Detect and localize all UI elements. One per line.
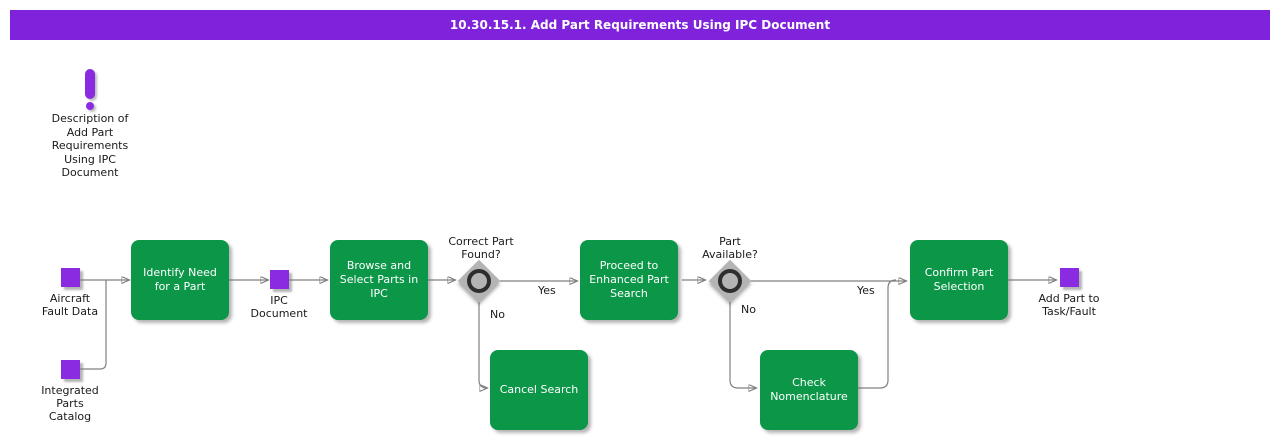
edge-label-no-correct-part: No (490, 308, 505, 321)
annotation-label: Description of Add Part Requirements Usi… (51, 112, 129, 179)
data-object-ipc-document[interactable] (270, 270, 289, 289)
data-object-add-part-to-task-fault[interactable] (1060, 268, 1079, 287)
data-object-label-add-part-to-task-fault: Add Part to Task/Fault (1038, 292, 1100, 318)
edge-label-yes-part-available: Yes (857, 284, 875, 297)
exclamation-dot (86, 102, 94, 110)
edge-label-no-part-available: No (741, 303, 756, 316)
task-cancel-search[interactable]: Cancel Search (490, 350, 588, 430)
exclamation-icon[interactable] (82, 68, 102, 113)
decision-label-part-available: Part Available? (702, 235, 758, 261)
data-object-label-integrated-parts-catalog: Integrated Parts Catalog (41, 384, 99, 423)
exclamation-bar (85, 69, 95, 99)
data-object-label-aircraft-fault-data: Aircraft Fault Data (41, 292, 99, 318)
edge-label-yes-correct-part: Yes (538, 284, 556, 297)
task-identify-need-for-a-part[interactable]: Identify Need for a Part (131, 240, 229, 320)
diagram-title: 10.30.15.1. Add Part Requirements Using … (449, 18, 831, 32)
gateway-circle-icon (718, 269, 742, 293)
gateway-correct-part-found[interactable] (457, 259, 501, 303)
data-object-label-ipc-document: IPC Document (250, 294, 308, 320)
task-browse-and-select-parts-in-ipc[interactable]: Browse and Select Parts in IPC (330, 240, 428, 320)
diagram-title-bar: 10.30.15.1. Add Part Requirements Using … (10, 10, 1270, 40)
task-check-nomenclature[interactable]: Check Nomenclature (760, 350, 858, 430)
data-object-integrated-parts-catalog[interactable] (61, 360, 80, 379)
gateway-circle-icon (467, 269, 491, 293)
task-confirm-part-selection[interactable]: Confirm Part Selection (910, 240, 1008, 320)
data-object-aircraft-fault-data[interactable] (61, 268, 80, 287)
decision-label-correct-part-found: Correct Part Found? (448, 235, 514, 261)
task-proceed-to-enhanced-part-search[interactable]: Proceed to Enhanced Part Search (580, 240, 678, 320)
gateway-part-available[interactable] (708, 259, 752, 303)
